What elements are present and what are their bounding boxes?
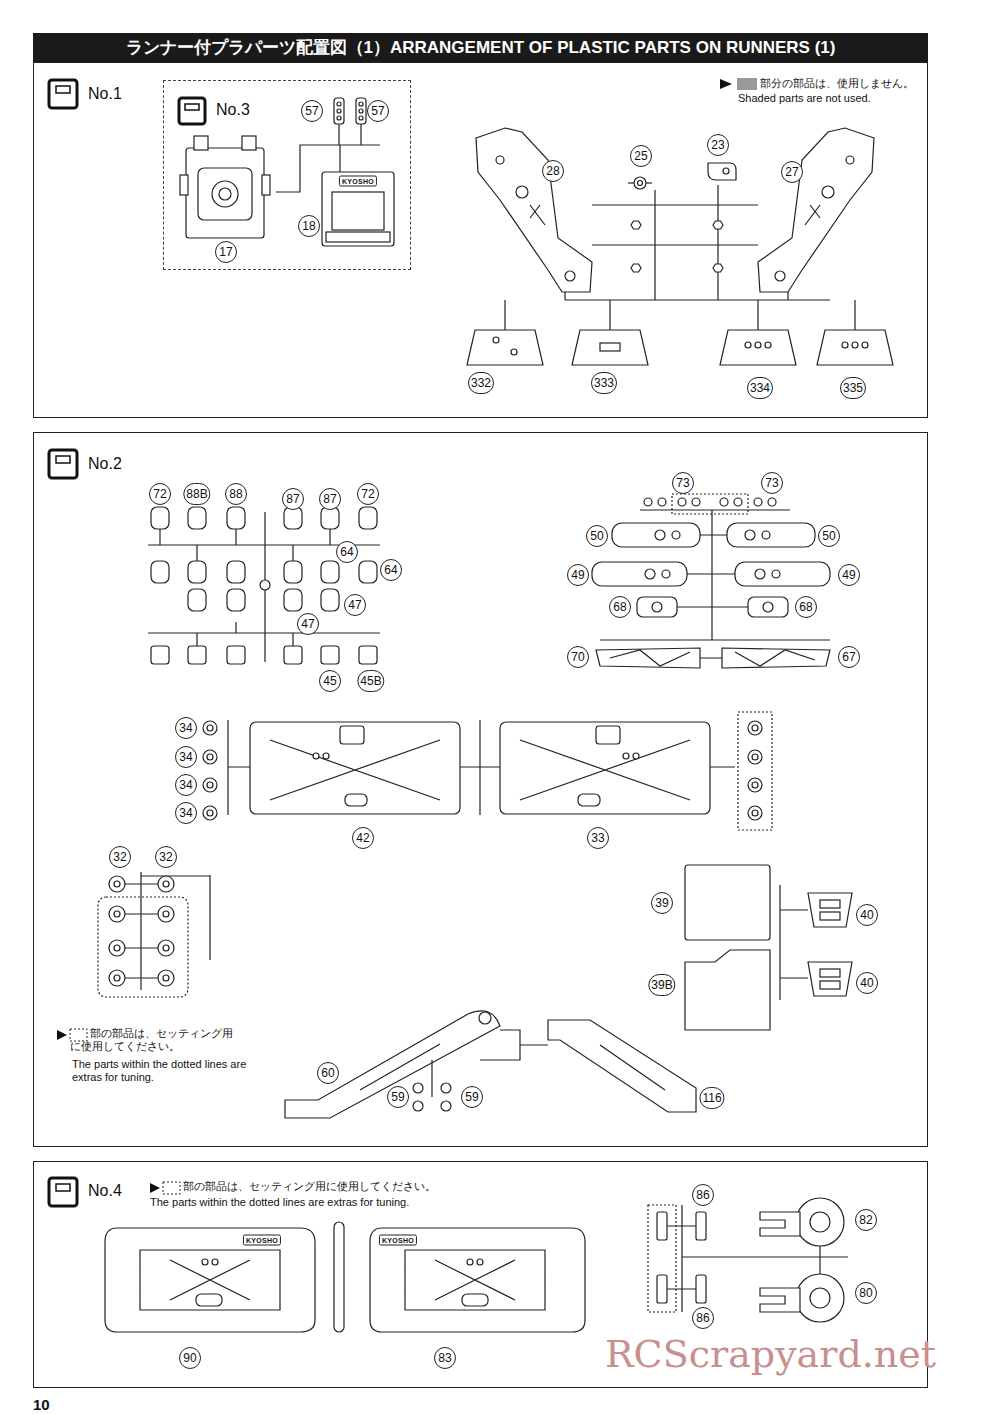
callout-number: 34 xyxy=(175,774,197,796)
callout-number: 334 xyxy=(747,377,773,399)
callout-number: 34 xyxy=(175,717,197,739)
callout-number: 87 xyxy=(282,488,304,510)
callout-number: 68 xyxy=(795,596,817,618)
callout-number: 86 xyxy=(692,1184,714,1206)
callout-number: 18 xyxy=(298,215,320,237)
callout-number: 42 xyxy=(352,827,374,849)
callout-number: 80 xyxy=(855,1282,877,1304)
note-text: 部の部品は、セッティング用に使用してください。 xyxy=(150,1180,436,1193)
callout-number: 57 xyxy=(367,100,389,122)
runner-parts-2 xyxy=(98,494,852,1118)
callout-number: 90 xyxy=(179,1347,201,1369)
title-bar: ランナー付プラパーツ配置図（1）ARRANGEMENT OF PLASTIC P… xyxy=(33,33,928,62)
note-text: The parts within the dotted lines are ex… xyxy=(150,1196,409,1209)
runner-parts-4 xyxy=(105,1198,848,1332)
brand-logo: KYOSHO xyxy=(339,176,377,187)
runner-panel: No.2 xyxy=(33,432,928,1147)
callout-number: 47 xyxy=(297,613,319,635)
callout-number: 60 xyxy=(317,1062,339,1084)
callout-number: 83 xyxy=(434,1347,456,1369)
callout-number: 40 xyxy=(856,972,878,994)
callout-number: 17 xyxy=(215,241,237,263)
callout-number: 34 xyxy=(175,802,197,824)
callout-number: 32 xyxy=(109,846,131,868)
runner-parts-1 xyxy=(180,98,893,365)
callout-number: 40 xyxy=(856,904,878,926)
callout-number: 57 xyxy=(301,100,323,122)
callout-number: 25 xyxy=(630,145,652,167)
runner-panel: No.1No.3 xyxy=(33,62,928,418)
note-text: The parts within the dotted lines are ex… xyxy=(72,1058,250,1084)
callout-number: 32 xyxy=(155,846,177,868)
callout-number: 67 xyxy=(838,646,860,668)
brand-logo: KYOSHO xyxy=(243,1235,281,1246)
runner-number: No.3 xyxy=(216,101,250,119)
callout-number: 39B xyxy=(648,974,675,996)
callout-number: 72 xyxy=(357,483,379,505)
callout-number: 39 xyxy=(651,892,673,914)
note-text: 部分の部品は、使用しません。 xyxy=(760,77,914,90)
callout-number: 73 xyxy=(672,472,694,494)
note-text: Shaded parts are not used. xyxy=(738,92,871,105)
callout-number: 86 xyxy=(692,1307,714,1329)
callout-number: 49 xyxy=(567,564,589,586)
callout-number: 64 xyxy=(336,541,358,563)
callout-number: 47 xyxy=(344,594,366,616)
callout-number: 50 xyxy=(586,525,608,547)
callout-number: 87 xyxy=(319,488,341,510)
callout-number: 335 xyxy=(840,377,866,399)
callout-number: 73 xyxy=(761,472,783,494)
runner-number: No.2 xyxy=(88,455,122,473)
runner-number: No.1 xyxy=(88,85,122,103)
callout-number: 49 xyxy=(838,564,860,586)
callout-number: 72 xyxy=(149,483,171,505)
callout-number: 332 xyxy=(468,372,494,394)
watermark: RCScrapyard.net xyxy=(605,1332,936,1376)
callout-number: 68 xyxy=(609,596,631,618)
callout-number: 45B xyxy=(357,670,384,692)
callout-number: 45 xyxy=(319,670,341,692)
page-number: 10 xyxy=(33,1396,50,1413)
callout-number: 88B xyxy=(183,483,210,505)
callout-number: 34 xyxy=(175,746,197,768)
callout-number: 59 xyxy=(461,1086,483,1108)
page-title: ランナー付プラパーツ配置図（1）ARRANGEMENT OF PLASTIC P… xyxy=(126,36,836,59)
callout-number: 333 xyxy=(591,372,617,394)
callout-number: 70 xyxy=(567,646,589,668)
callout-number: 82 xyxy=(855,1209,877,1231)
callout-number: 64 xyxy=(380,559,402,581)
brand-logo: KYOSHO xyxy=(379,1235,417,1246)
callout-number: 88 xyxy=(225,483,247,505)
callout-number: 59 xyxy=(387,1086,409,1108)
runner-number: No.4 xyxy=(88,1182,122,1200)
note-text: 部の部品は、セッティング用に使用してください。 xyxy=(70,1027,242,1053)
callout-number: 50 xyxy=(818,525,840,547)
callout-number: 23 xyxy=(707,134,729,156)
callout-number: 116 xyxy=(699,1087,724,1109)
callout-number: 27 xyxy=(781,161,803,183)
note-marker xyxy=(57,78,757,1194)
callout-number: 28 xyxy=(542,160,564,182)
callout-number: 33 xyxy=(587,827,609,849)
